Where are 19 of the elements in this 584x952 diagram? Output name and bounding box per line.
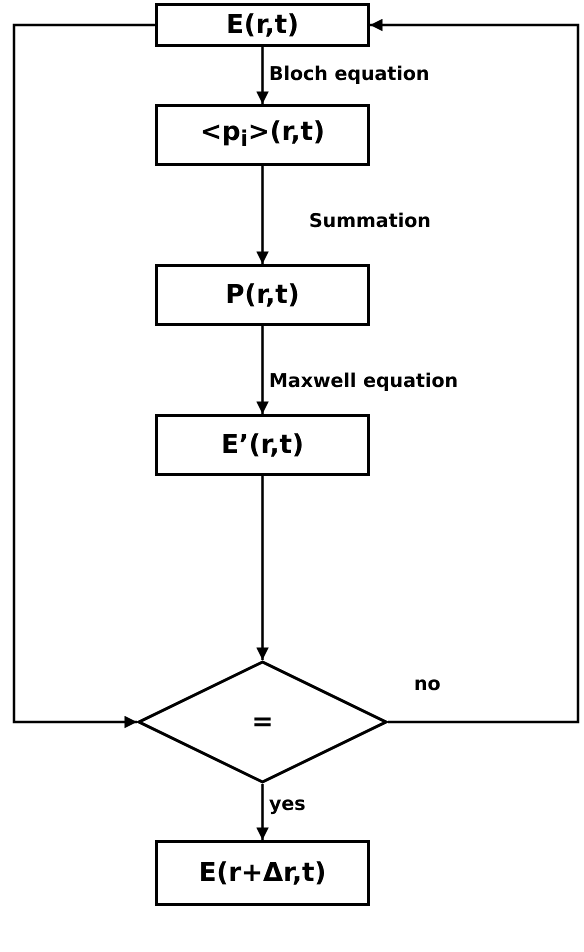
- formula-text: E(r+Δr,t): [198, 858, 326, 888]
- arrow: [12, 24, 155, 728]
- arrow: [256, 326, 269, 414]
- formula-text: <p$_{i}$>(r,t): [200, 117, 325, 153]
- formula-text: E(r,t): [226, 10, 299, 40]
- arrow: [370, 18, 580, 724]
- decision-diamond: [137, 660, 388, 784]
- formula-text: E’(r,t): [221, 430, 304, 460]
- arrow: [256, 784, 269, 840]
- arrow: [256, 166, 269, 264]
- process-box: [155, 840, 370, 906]
- process-box: [155, 264, 370, 326]
- arrow: [256, 47, 269, 104]
- arrow: [256, 476, 269, 660]
- process-box: [155, 3, 370, 47]
- condition-text: =: [252, 707, 274, 737]
- formula-text: P(r,t): [225, 280, 300, 310]
- process-box: [155, 414, 370, 476]
- process-box: [155, 104, 370, 166]
